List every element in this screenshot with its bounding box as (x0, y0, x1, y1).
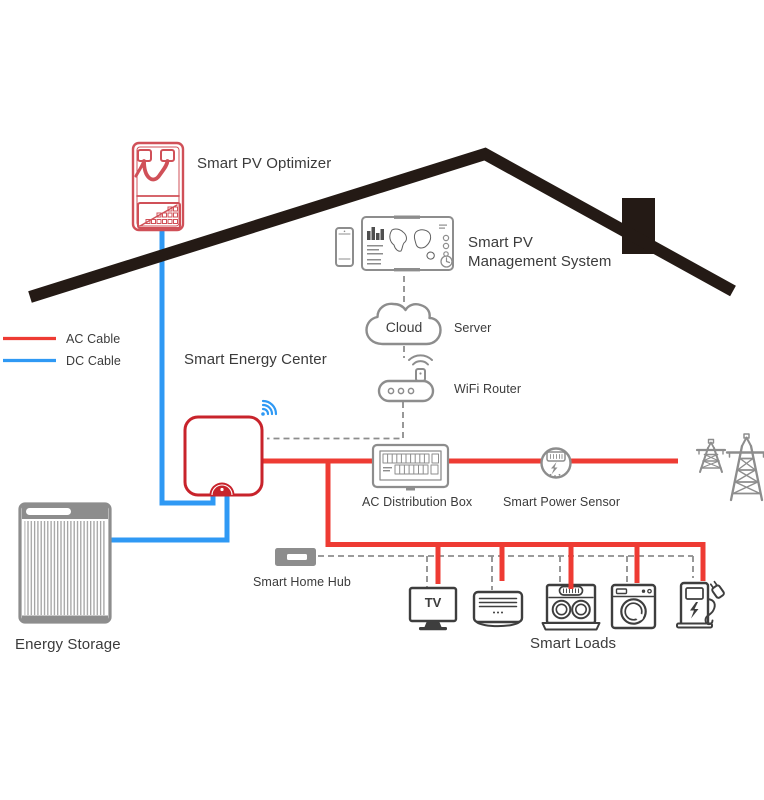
phone-icon (335, 227, 354, 267)
wifi-signal-icon (261, 399, 278, 416)
cloud-label: Cloud (385, 319, 423, 335)
wifi-router-icon (377, 354, 435, 403)
small-tower (695, 438, 727, 473)
cloud-icon (365, 302, 442, 346)
ev-charger-icon (676, 580, 725, 629)
energy-storage-label: Energy Storage (15, 636, 121, 653)
grid-towers-icon (695, 433, 764, 502)
comm-line-hub-loads (318, 555, 694, 590)
monitor-icon (361, 215, 454, 272)
power-sensor-icon (540, 447, 572, 479)
pv-optimizer-icon (131, 141, 185, 232)
power-sensor-label: Smart Power Sensor (503, 495, 621, 509)
tv-icon (408, 586, 458, 631)
large-tower (725, 433, 764, 502)
comm-line-router-inverter (267, 402, 404, 440)
pv-optimizer-label: Smart PV Optimizer (197, 155, 332, 172)
ac-cable-drops (435, 544, 640, 589)
ac-distribution-box-label: AC Distribution Box (362, 495, 473, 509)
home-hub-icon (275, 548, 316, 566)
battery-icon (18, 502, 112, 624)
dishwasher-icon (541, 583, 601, 631)
legend-dc-label: DC Cable (66, 353, 121, 368)
management-system-icon (335, 215, 454, 272)
air-conditioner-icon (472, 590, 524, 628)
server-label: Server (454, 321, 492, 335)
tv-label: TV (424, 595, 442, 610)
management-system-label: Smart PV Management System (468, 233, 611, 271)
house-roof (28, 147, 736, 303)
ac-cable-branch (325, 461, 706, 581)
wifi-router-label: WiFi Router (454, 382, 522, 396)
management-system-label-line2: Management System (468, 253, 612, 270)
energy-center-label: Smart Energy Center (184, 351, 327, 368)
ac-distribution-box-icon (371, 443, 450, 491)
management-system-label-line1: Smart PV (468, 234, 533, 251)
dc-cable-pv (159, 230, 216, 506)
washing-machine-icon (610, 583, 657, 630)
energy-center-icon (183, 415, 264, 497)
smart-loads-label: Smart Loads (530, 635, 617, 652)
home-hub-label: Smart Home Hub (253, 575, 351, 589)
dc-cable-battery (110, 492, 230, 543)
legend-ac-label: AC Cable (66, 332, 121, 346)
